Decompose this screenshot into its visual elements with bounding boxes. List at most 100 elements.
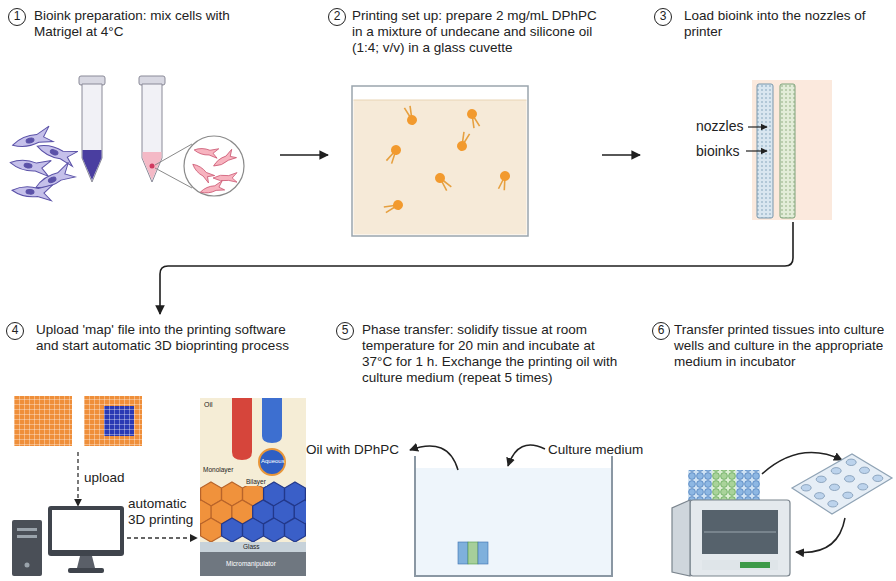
tube-matrigel (142, 84, 162, 182)
glass-cuvette (354, 100, 527, 101)
label-holder: Monolayer (203, 466, 233, 474)
tube-cells (79, 76, 105, 182)
well-plate (845, 476, 855, 482)
label-holder: upload (84, 470, 125, 486)
zoom-circle (211, 149, 237, 169)
step-panel: 6Transfer printed tissues into culture w… (652, 314, 892, 578)
incubator (704, 531, 776, 532)
printer-nozzles (752, 80, 832, 220)
step-description: Phase transfer: solidify tissue at room … (362, 322, 624, 386)
incubator (690, 500, 790, 576)
cell-cluster (11, 181, 52, 200)
well-plate (858, 484, 868, 490)
part-label: Bilayer (245, 478, 267, 486)
exchange-container (478, 542, 488, 564)
printing-scheme (262, 398, 282, 443)
step-panel: 1Bioink preparation: mix cells with Matr… (8, 4, 280, 216)
label-holder: automatic 3D printing (128, 496, 200, 528)
label-holder: nozzles (696, 118, 743, 135)
printing-scheme (200, 552, 306, 576)
cell-cluster (48, 176, 57, 184)
label-holder: Glass (243, 543, 260, 551)
lipid-molecules (383, 105, 511, 214)
cell-cluster (9, 126, 78, 201)
cell-cluster (11, 181, 52, 200)
cell-cluster (50, 149, 59, 156)
cell-cluster (26, 189, 34, 194)
computer (52, 510, 120, 550)
map-files (84, 396, 142, 446)
part-label: bioinks (696, 143, 740, 160)
printing-scheme (200, 542, 306, 552)
part-label: nozzles (696, 118, 743, 135)
part-label: Aqueous (261, 458, 283, 465)
computer (127, 537, 197, 538)
flow-arrow (602, 154, 640, 156)
glass-cuvette (352, 86, 528, 236)
step-panel: 2Printing set up: prepare 2 mg/mL DPhPC … (328, 4, 602, 244)
step-description: Upload 'map' file into the printing soft… (36, 322, 298, 354)
computer (17, 528, 37, 531)
exchange-container (415, 456, 612, 576)
well-plate (796, 518, 845, 552)
arrow-label: upload (84, 470, 125, 486)
tube-matrigel (139, 76, 165, 182)
label-holder: Culture medium (548, 442, 643, 458)
printer-nozzles (748, 126, 767, 127)
flow-arrow (160, 222, 793, 314)
lipid-molecules (383, 199, 404, 215)
lipid-molecules (392, 199, 405, 212)
tube-matrigel (143, 152, 162, 180)
tube-cells (83, 150, 102, 180)
map-files (14, 396, 142, 506)
lipid-molecules (385, 143, 403, 164)
well-plate (801, 459, 883, 507)
step-description: Bioink preparation: mix cells with Matri… (34, 8, 276, 40)
lipid-molecules (433, 171, 453, 192)
cell-cluster (26, 137, 35, 144)
label-holder: Micromanipulator (226, 560, 276, 568)
printer-nozzles (746, 150, 767, 151)
zoom-circle (190, 160, 215, 183)
exchange-container (468, 542, 478, 564)
printing-scheme (201, 518, 222, 542)
arrow-label: automatic 3D printing (128, 496, 200, 528)
label-holder: Bilayer (245, 478, 267, 486)
computer (25, 563, 30, 568)
well-plate (828, 501, 838, 507)
exchange-container (410, 445, 612, 576)
incubator (672, 500, 790, 576)
computer (77, 556, 95, 568)
flow-arrow (280, 154, 328, 156)
zoom-circle (199, 181, 225, 196)
label-holder: Oil with DPhPC (306, 442, 399, 458)
lipid-molecules (456, 131, 472, 152)
part-label: Monolayer (203, 466, 233, 474)
part-label: Oil (204, 401, 213, 409)
well-plate (830, 484, 840, 490)
lipid-molecules (403, 105, 419, 126)
callout-number: 3 (654, 8, 672, 26)
zoom-circle (211, 149, 237, 169)
well-plate (831, 468, 841, 474)
step-description: Printing set up: prepare 2 mg/mL DPhPC i… (352, 8, 600, 56)
computer (48, 506, 124, 556)
lipid-molecules (456, 140, 469, 153)
zoom-circle (193, 145, 218, 159)
well-plate (873, 475, 883, 481)
part-label: Glass (243, 543, 260, 551)
lipid-molecules (433, 171, 447, 185)
arrow-label: Culture medium (548, 442, 643, 458)
zoom-circle (213, 173, 237, 183)
lipid-molecules (389, 143, 403, 157)
incubator (740, 562, 770, 568)
step-description: Transfer printed tissues into culture we… (674, 322, 888, 370)
computer (12, 520, 42, 576)
lipid-molecules (466, 108, 482, 129)
printing-scheme (264, 518, 285, 542)
well-plate (801, 485, 811, 491)
step-panel: 4Upload 'map' file into the printing sof… (6, 314, 330, 578)
zoom-circle (190, 145, 237, 197)
